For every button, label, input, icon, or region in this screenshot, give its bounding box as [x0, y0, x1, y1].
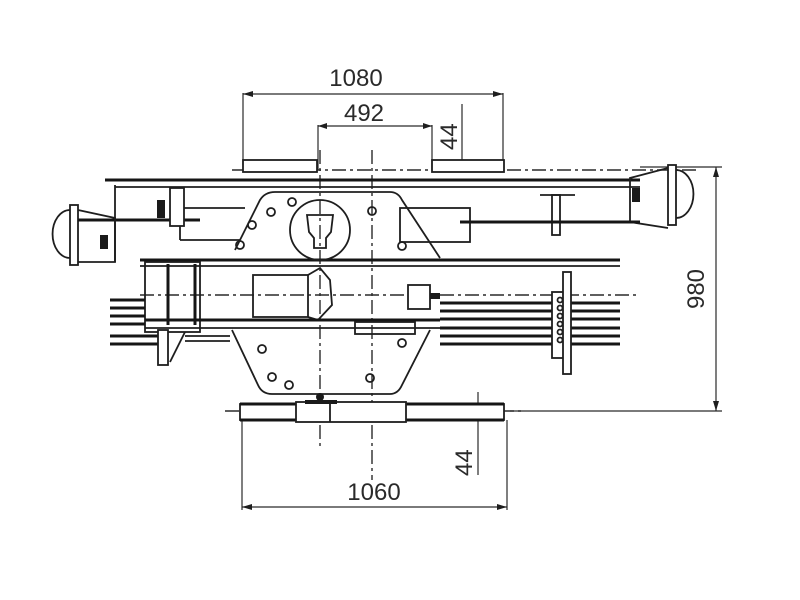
- dimension-label-1080: 1080: [329, 65, 382, 92]
- left-bracket: [157, 187, 245, 241]
- central-plate: [231, 191, 441, 395]
- dimension-1060: 1060: [241, 420, 508, 510]
- dimension-label-44-bottom: 44: [451, 449, 478, 476]
- dimension-label-1060: 1060: [347, 479, 400, 506]
- right-cross-member: [399, 194, 575, 243]
- bottom-axle: [239, 393, 505, 423]
- top-beam: [105, 159, 640, 267]
- dimension-492: 492: [317, 100, 433, 170]
- middle-body: [144, 261, 440, 335]
- dimension-44-top: 44: [436, 104, 463, 165]
- dimension-label-980: 980: [683, 269, 710, 309]
- dimension-label-492: 492: [344, 100, 384, 127]
- dimension-1080: 1080: [242, 65, 504, 165]
- right-end-lamp: [470, 164, 695, 229]
- center-lines: [140, 150, 700, 480]
- right-springs: [440, 271, 620, 375]
- dimension-980: 980: [510, 166, 722, 412]
- dimension-44-bottom: 44: [451, 392, 479, 476]
- left-springs: [110, 298, 230, 366]
- dimension-label-44-top: 44: [436, 123, 463, 150]
